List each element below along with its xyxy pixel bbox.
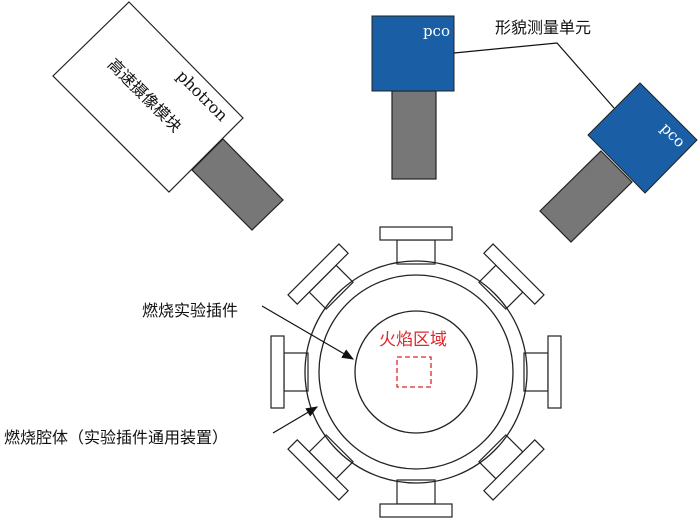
chamber-port: [523, 335, 562, 409]
chamber-port: [478, 434, 545, 501]
combustion-chamber: [270, 226, 562, 518]
flame-region-box: [396, 356, 432, 388]
pco-camera-top-body: [371, 15, 455, 92]
pco-camera-top: pco: [371, 15, 455, 180]
port-flange: [379, 503, 453, 518]
morphology-unit-label: 形貌测量单元: [495, 18, 591, 37]
chamber-port: [379, 479, 453, 518]
insert-label: 燃烧实验插件: [142, 301, 238, 320]
port-flange: [483, 243, 545, 305]
chamber-port: [287, 243, 354, 310]
chamber-port: [478, 243, 545, 310]
port-flange: [270, 335, 285, 409]
high-speed-camera-lens: [191, 138, 284, 231]
high-speed-camera-body: [52, 1, 244, 193]
port-neck: [396, 239, 436, 265]
chamber-arrow: [272, 406, 319, 434]
pco-brand-top: pco: [423, 22, 450, 40]
insert-arrow: [261, 305, 355, 360]
chamber-port: [270, 335, 309, 409]
pco-camera-top-lens: [391, 90, 437, 180]
port-flange: [287, 243, 349, 305]
chamber-port: [379, 226, 453, 265]
port-flange: [287, 439, 349, 501]
morphology-unit-leader-line: [453, 42, 615, 109]
combustion-insert: [354, 310, 478, 434]
flame-region-label: 火焰区域: [379, 330, 447, 350]
high-speed-camera: photron 高速摄像模块: [52, 1, 284, 231]
pco-camera-right-body: [587, 82, 698, 194]
port-neck: [396, 479, 436, 505]
pco-camera-right: pco: [539, 82, 698, 243]
chamber-port: [287, 434, 354, 501]
port-flange: [483, 439, 545, 501]
chamber-label: 燃烧腔体（实验插件通用装置）: [4, 428, 228, 447]
chamber-outer-wall: [304, 260, 528, 484]
port-flange: [547, 335, 562, 409]
pco-camera-right-lens: [539, 150, 633, 243]
chamber-inner-wall: [318, 274, 514, 470]
port-flange: [379, 226, 453, 241]
